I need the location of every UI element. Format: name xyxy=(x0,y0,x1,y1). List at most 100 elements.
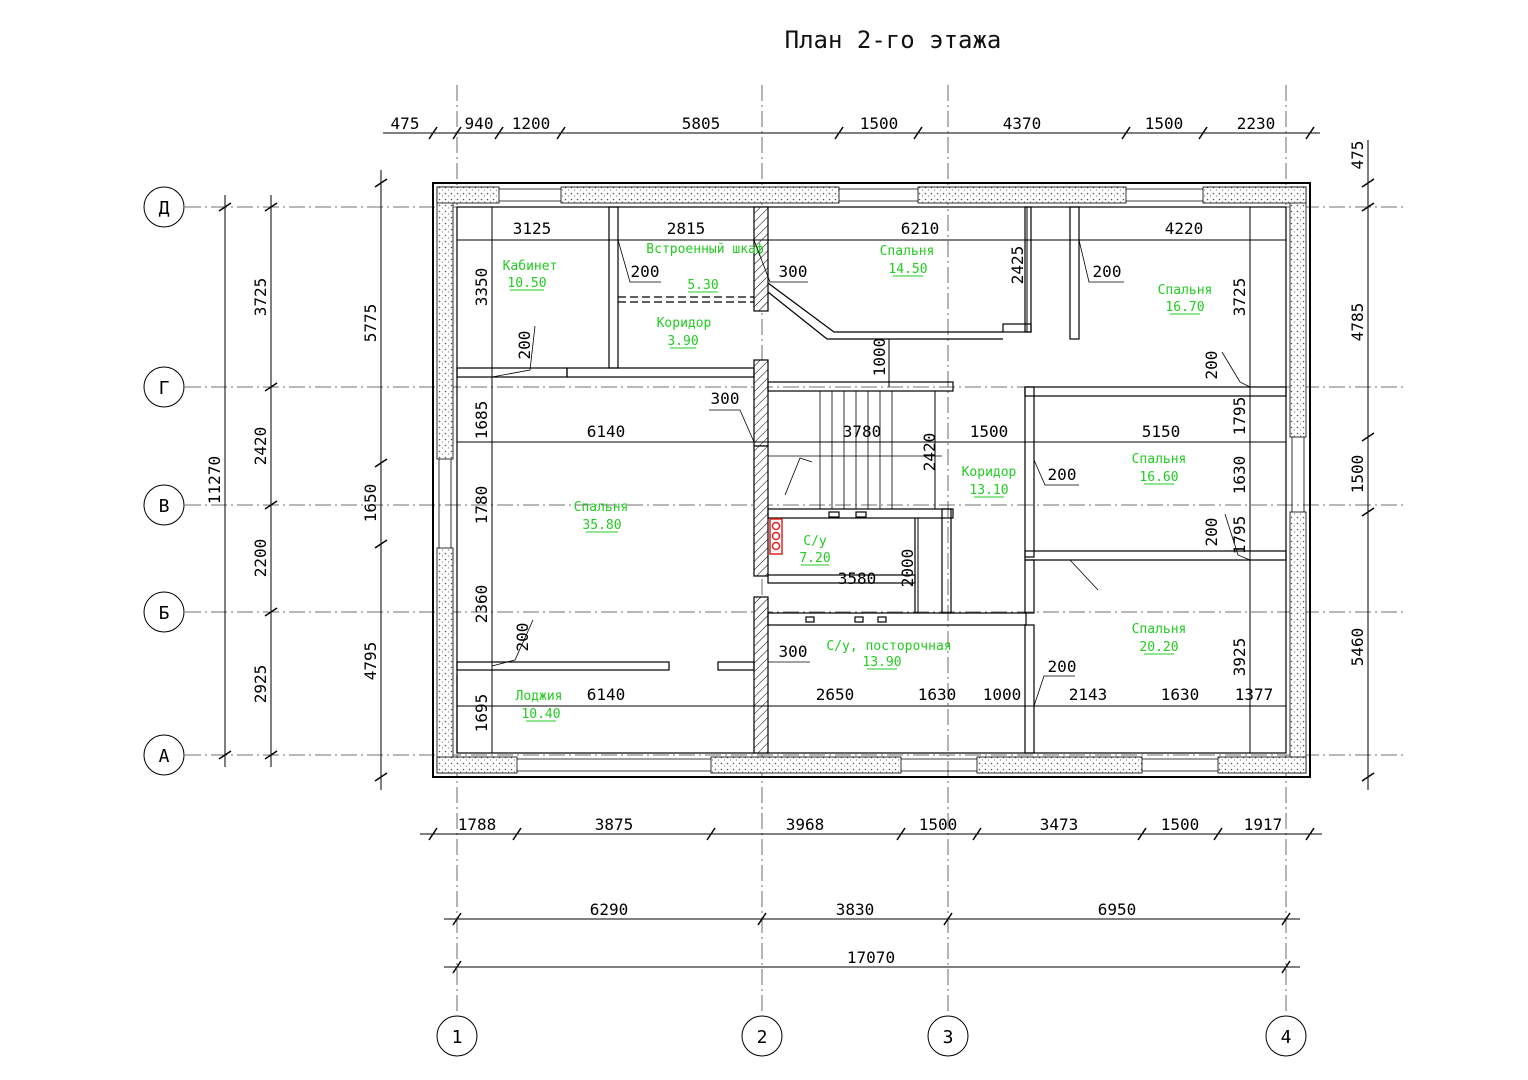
room-label: Спальня 14.50 xyxy=(880,244,935,277)
dim-interior: 200 xyxy=(1048,465,1077,484)
room-area: 20.20 xyxy=(1139,640,1178,655)
dim-interior: 2360 xyxy=(472,585,491,624)
wall-insulation xyxy=(917,186,1127,204)
room-name: Спальня xyxy=(1158,283,1213,298)
dim-bottom: 1500 xyxy=(1161,815,1200,834)
dim-interior: 3780 xyxy=(843,422,882,441)
dim-interior: 1695 xyxy=(472,694,491,733)
axis-label-row: В xyxy=(159,496,170,517)
dim-axis: 3830 xyxy=(836,900,875,919)
room-name: Спальня xyxy=(1132,622,1187,637)
dim-interior: 3725 xyxy=(1230,278,1249,317)
dim-interior: 1000 xyxy=(983,685,1022,704)
dim-interior: 3580 xyxy=(838,569,877,588)
dim-left: 2200 xyxy=(251,539,270,578)
dimension-lines xyxy=(218,126,1375,974)
axis-label-col: 1 xyxy=(452,1027,463,1048)
bearing-wall xyxy=(753,445,769,577)
dim-left-opening: 4795 xyxy=(361,642,380,681)
axis-bubble-col-2: 2 xyxy=(741,1015,783,1057)
axis-bubble-col-1: 1 xyxy=(436,1015,478,1057)
dim-interior: 3125 xyxy=(513,219,552,238)
dim-interior: 200 xyxy=(631,262,660,281)
wall-insulation xyxy=(436,186,454,460)
dim-interior: 1000 xyxy=(870,338,889,377)
dim-interior: 200 xyxy=(1202,351,1221,380)
dim-interior: 6210 xyxy=(901,219,940,238)
axis-label-col: 2 xyxy=(757,1027,768,1048)
room-label: Спальня 16.60 xyxy=(1132,452,1187,485)
dim-top: 1200 xyxy=(512,114,551,133)
dim-interior: 1630 xyxy=(1230,456,1249,495)
partition xyxy=(608,206,619,369)
axis-label-row: Б xyxy=(159,603,170,624)
wall-insulation xyxy=(1289,186,1307,438)
dim-interior: 200 xyxy=(1202,518,1221,547)
room-name: Спальня xyxy=(880,244,935,259)
wall-insulation xyxy=(436,756,518,774)
axis-bubble-row-a: А xyxy=(143,734,185,776)
dim-right: 5460 xyxy=(1348,628,1367,667)
dim-interior: 200 xyxy=(515,331,534,360)
dim-bottom: 1500 xyxy=(919,815,958,834)
axis-bubbles: 1 2 3 4 Д Г В Б А xyxy=(143,186,1307,1057)
dim-interior: 1780 xyxy=(472,486,491,525)
axis-bubble-row-g: Г xyxy=(143,366,185,408)
dim-bottom: 1917 xyxy=(1244,815,1283,834)
room-area: 3.90 xyxy=(667,334,698,349)
room-name: С/у, посторочная xyxy=(826,639,951,654)
axis-bubble-row-v: В xyxy=(143,484,185,526)
wall-insulation xyxy=(436,547,454,774)
dim-bottom: 3968 xyxy=(786,815,825,834)
dim-interior: 300 xyxy=(779,262,808,281)
dim-left: 2420 xyxy=(251,427,270,466)
room-area: 13.90 xyxy=(862,655,901,670)
dim-left-opening: 5775 xyxy=(361,304,380,343)
dim-interior: 300 xyxy=(779,642,808,661)
exterior-walls xyxy=(432,182,1311,778)
dim-interior: 1685 xyxy=(472,401,491,440)
room-name: Спальня xyxy=(1132,452,1187,467)
dim-left: 3725 xyxy=(251,278,270,317)
dim-interior: 2000 xyxy=(898,549,917,588)
dim-right: 1500 xyxy=(1348,455,1367,494)
room-name: Лоджия xyxy=(516,689,563,704)
dim-interior: 4220 xyxy=(1165,219,1204,238)
partition xyxy=(1069,206,1080,340)
room-area: 10.40 xyxy=(521,707,560,722)
room-area: 16.60 xyxy=(1139,470,1178,485)
dim-interior: 1795 xyxy=(1230,397,1249,436)
bearing-wall xyxy=(753,359,769,447)
dim-axis: 6290 xyxy=(590,900,629,919)
dim-interior: 2425 xyxy=(1008,246,1027,285)
axis-label-col: 3 xyxy=(943,1027,954,1048)
axis-bubble-row-d: Д xyxy=(143,186,185,228)
dim-interior: 1377 xyxy=(1235,685,1274,704)
dim-left-total: 11270 xyxy=(205,456,224,504)
dim-interior: 300 xyxy=(711,389,740,408)
dim-interior: 6140 xyxy=(587,685,626,704)
wall-insulation xyxy=(1202,186,1307,204)
room-name: Встроенный шкаф xyxy=(646,242,764,257)
dim-axis: 6950 xyxy=(1098,900,1137,919)
dim-top: 4370 xyxy=(1003,114,1042,133)
room-label: С/у7.20 xyxy=(799,534,830,566)
room-area: 10.50 xyxy=(507,276,546,291)
room-area: 13.10 xyxy=(969,483,1008,498)
room-name: Спальня xyxy=(574,500,629,515)
dim-bottom: 3875 xyxy=(595,815,634,834)
wall-insulation xyxy=(1289,511,1307,774)
room-area: 14.50 xyxy=(888,262,927,277)
dim-interior: 2420 xyxy=(920,433,939,472)
dim-interior: 200 xyxy=(1093,262,1122,281)
dim-interior: 1795 xyxy=(1230,516,1249,555)
dim-interior: 1630 xyxy=(918,685,957,704)
axis-label-row: А xyxy=(159,746,170,767)
axis-label-row: Д xyxy=(159,198,170,219)
